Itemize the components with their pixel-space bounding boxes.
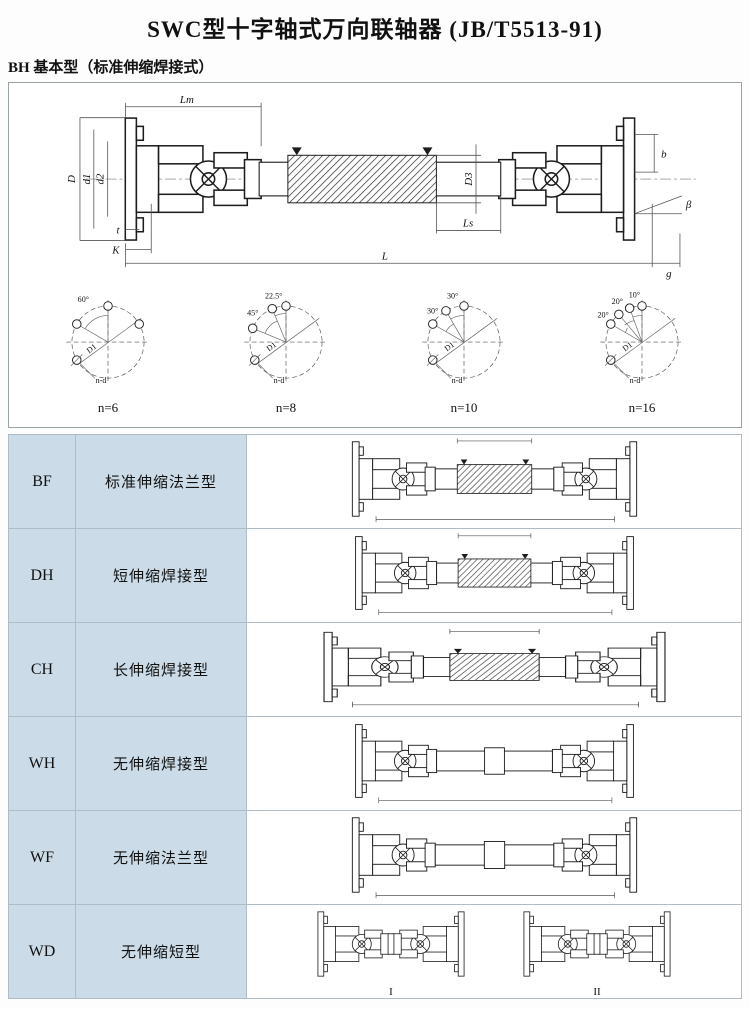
type-name-ch: 长伸缩焊接型 xyxy=(75,622,247,717)
coupling-drawing xyxy=(352,718,637,804)
type-drawing-dh xyxy=(246,528,742,623)
bolt-circle-n8-drawing: D1 n-d 22.5° 45° xyxy=(244,291,328,385)
bolt-circle-caption: n=10 xyxy=(450,400,478,415)
bolt-circle-n10-drawing: D1 n-d 30° 30° xyxy=(422,291,506,385)
type-code-wh: WH xyxy=(8,716,76,811)
bh-coupling-drawing: Lm D d1 d2 D3 b β Ls xyxy=(66,94,696,280)
angle-label: 30° xyxy=(427,307,438,316)
type-code-ch: CH xyxy=(8,622,76,717)
dim-label-t: t xyxy=(117,225,121,237)
bolt-circle-caption: n=16 xyxy=(628,400,656,415)
coupling-types-table: BF 标准伸缩法兰型 DH 短伸缩焊接型 CH 长伸缩焊接型 xyxy=(8,434,742,999)
bolt-circle-n6: D1 n-d 60° n=6 xyxy=(49,287,167,416)
dim-label-beta: β xyxy=(685,199,692,211)
type-name-wf: 无伸缩法兰型 xyxy=(75,810,247,905)
type-name-wd: 无伸缩短型 xyxy=(75,904,247,999)
dim-label-d3: D3 xyxy=(463,172,475,187)
wd-variant-2: II xyxy=(517,906,677,998)
angle-label: 22.5° xyxy=(265,291,282,300)
dim-label-ls: Ls xyxy=(462,218,473,230)
table-row-bf: BF 标准伸缩法兰型 xyxy=(8,434,742,529)
type-drawing-wh xyxy=(246,716,742,811)
coupling-drawing xyxy=(347,530,642,616)
wd-variant-label-1: I xyxy=(389,985,393,998)
hole-label: n-d xyxy=(96,376,107,385)
hole-label: n-d xyxy=(630,376,641,385)
type-drawing-bf xyxy=(246,434,742,529)
angle-label: 20° xyxy=(597,310,608,319)
type-drawing-ch xyxy=(246,622,742,717)
coupling-drawing xyxy=(337,811,652,899)
angle-label: 45° xyxy=(247,308,258,317)
table-row-dh: DH 短伸缩焊接型 xyxy=(8,528,742,623)
type-code-bf: BF xyxy=(8,434,76,529)
type-drawing-wf xyxy=(246,810,742,905)
hole-label: n-d xyxy=(452,376,463,385)
hole-label: n-d xyxy=(274,376,285,385)
angle-label: 20° xyxy=(612,297,623,306)
bolt-circle-n8: D1 n-d 22.5° 45° n=8 xyxy=(227,287,345,416)
angle-label: 10° xyxy=(629,290,640,299)
wd-variant-1: I xyxy=(311,906,471,998)
table-row-wh: WH 无伸缩焊接型 xyxy=(8,716,742,811)
page-subtitle: BH 基本型（标准伸缩焊接式） xyxy=(8,60,214,76)
main-drawing-panel: Lm D d1 d2 D3 b β Ls xyxy=(8,82,742,428)
dim-label-g: g xyxy=(666,268,672,280)
table-row-ch: CH 长伸缩焊接型 xyxy=(8,622,742,717)
bolt-circle-caption: n=8 xyxy=(275,400,297,415)
type-code-dh: DH xyxy=(8,528,76,623)
dim-label-d2: d2 xyxy=(95,173,107,184)
bolt-circle-n16: D1 n-d 10° 20° 20° n=16 xyxy=(583,287,701,416)
bolt-circle-n16-drawing: D1 n-d 10° 20° 20° xyxy=(597,290,684,385)
wd-variant-label-2: II xyxy=(593,985,601,998)
dim-label-l: L xyxy=(381,250,388,262)
type-code-wf: WF xyxy=(8,810,76,905)
type-name-wh: 无伸缩焊接型 xyxy=(75,716,247,811)
table-row-wd: WD 无伸缩短型 I II xyxy=(8,904,742,999)
dia-label: D1 xyxy=(85,342,98,355)
type-code-wd: WD xyxy=(8,904,76,999)
page-title: SWC型十字轴式万向联轴器 (JB/T5513-91) xyxy=(147,17,603,42)
dim-label-lm: Lm xyxy=(179,94,194,106)
dim-label-b: b xyxy=(661,148,667,160)
angle-label: 60° xyxy=(78,295,89,304)
type-name-dh: 短伸缩焊接型 xyxy=(75,528,247,623)
dim-label-k: K xyxy=(111,244,120,256)
bolt-circle-diagrams: D1 n-d 60° n=6 xyxy=(13,285,737,416)
coupling-drawing xyxy=(517,906,677,982)
type-drawing-wd: I II xyxy=(246,904,742,999)
bolt-circle-n6-drawing: D1 n-d 60° xyxy=(66,295,150,385)
coupling-drawing xyxy=(337,435,652,523)
bolt-circle-caption: n=6 xyxy=(97,400,119,415)
table-row-wf: WF 无伸缩法兰型 xyxy=(8,810,742,905)
dim-label-d: D xyxy=(66,175,78,184)
coupling-drawing xyxy=(311,906,471,982)
bolt-circle-n10: D1 n-d 30° 30° n=10 xyxy=(405,287,523,416)
coupling-drawing xyxy=(322,626,667,708)
angle-label: 30° xyxy=(447,291,458,300)
dim-label-d1: d1 xyxy=(81,174,93,185)
type-name-bf: 标准伸缩法兰型 xyxy=(75,434,247,529)
